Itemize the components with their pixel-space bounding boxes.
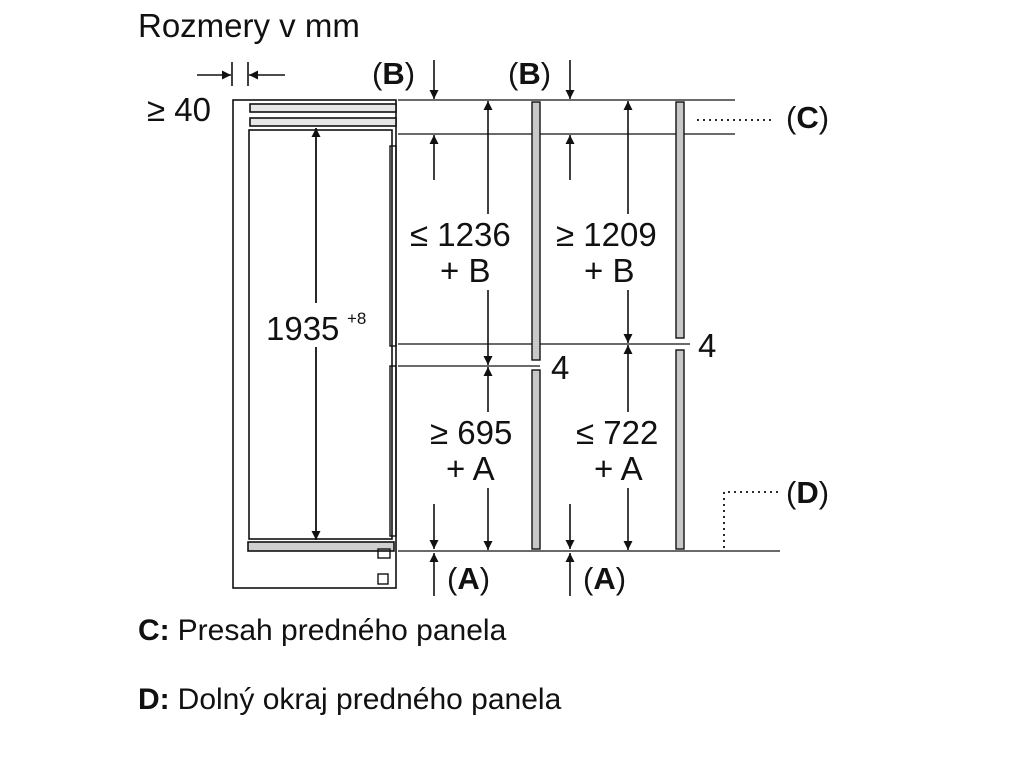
diagram-title: Rozmery v mm <box>138 7 360 44</box>
top-panel <box>249 103 397 113</box>
height-value: 1935 <box>266 310 339 347</box>
lower-door-edge <box>389 365 397 537</box>
appliance-body <box>248 129 393 540</box>
svg-text:(C): (C) <box>786 100 829 135</box>
lower-right-line2: + A <box>594 450 643 487</box>
legend-c-text: Presah predného panela <box>178 614 507 647</box>
panel-right-upper <box>675 101 685 339</box>
foot-2 <box>377 573 389 585</box>
top-panel-lower <box>249 117 397 127</box>
svg-text:(D): (D) <box>786 475 829 510</box>
ref-d-leader <box>723 491 780 548</box>
svg-text:(B): (B) <box>508 56 551 91</box>
door-panels <box>531 101 685 550</box>
legend-d-text: Dolný okraj predného panela <box>178 683 562 716</box>
legend-d: D:Dolný okraj predného panela <box>138 683 562 716</box>
ref-d: (D) <box>786 475 829 510</box>
svg-text:(A): (A) <box>583 561 626 596</box>
ref-b-left: (B) <box>372 56 415 91</box>
panel-right-lower <box>675 349 685 550</box>
side-gap-arrows <box>197 62 285 86</box>
gap-left-label: 4 <box>551 349 569 386</box>
side-gap-label: ≥ 40 <box>147 91 211 128</box>
panel-left-upper <box>531 101 541 361</box>
height-label-bg <box>262 303 372 347</box>
upper-right-line1: ≥ 1209 <box>556 216 657 253</box>
legend-c-key: C: <box>138 614 170 647</box>
legend-d-key: D: <box>138 683 170 716</box>
ref-b-right: (B) <box>508 56 551 91</box>
ref-a-left: (A) <box>447 561 490 596</box>
upper-door-edge <box>389 145 397 347</box>
svg-text:D:Dolný okraj predného panela: D:Dolný okraj predného panela <box>138 683 562 716</box>
height-tolerance: +8 <box>347 309 366 328</box>
lower-right-line1: ≤ 722 <box>576 414 658 451</box>
svg-text:(B): (B) <box>372 56 415 91</box>
upper-left-line1: ≤ 1236 <box>410 216 511 253</box>
svg-text:(A): (A) <box>447 561 490 596</box>
lower-left-line2: + A <box>446 450 495 487</box>
panel-left-lower <box>531 369 541 550</box>
bottom-panel <box>247 541 395 552</box>
svg-text:C:Presah predného panela: C:Presah predného panela <box>138 614 507 647</box>
appliance-side-view <box>232 99 397 589</box>
legend-c: C:Presah predného panela <box>138 614 507 647</box>
gap-right-label: 4 <box>698 327 716 364</box>
upper-left-line2: + B <box>440 252 490 289</box>
ref-c: (C) <box>786 100 829 135</box>
ref-a-right: (A) <box>583 561 626 596</box>
foot-1 <box>377 548 391 559</box>
lower-left-line1: ≥ 695 <box>430 414 512 451</box>
upper-right-line2: + B <box>584 252 634 289</box>
